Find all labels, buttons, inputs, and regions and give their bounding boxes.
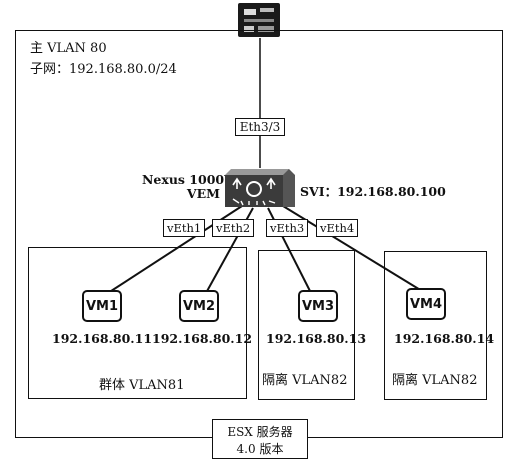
veth1-tag: vEth1 xyxy=(163,219,205,237)
nexus-switch-icon xyxy=(223,165,295,211)
switch-name: Nexus 1000V VEM xyxy=(142,173,234,201)
isolated-vlan-label-a: 隔离 VLAN82 xyxy=(262,373,348,388)
svi-label: SVI：192.168.80.100 xyxy=(300,184,446,199)
isolated-vlan-box-b xyxy=(384,251,487,400)
esx-host-line2: 4.0 版本 xyxy=(236,442,284,456)
vm3-ip: 192.168.80.13 xyxy=(266,331,367,346)
veth2-tag: vEth2 xyxy=(212,219,254,237)
vm4-ip: 192.168.80.14 xyxy=(394,331,495,346)
community-vlan-box xyxy=(28,247,247,399)
esx-host-box xyxy=(212,419,308,459)
community-vlan-label: 群体 VLAN81 xyxy=(99,378,185,393)
subnet-label: 子网：192.168.80.0/24 xyxy=(30,62,177,77)
vm3-icon: VM3 xyxy=(298,290,338,322)
vm4-icon: VM4 xyxy=(406,288,446,320)
vm1-icon: VM1 xyxy=(82,290,122,322)
veth3-tag: vEth3 xyxy=(266,219,308,237)
switch-name-line2: VEM xyxy=(186,186,220,201)
vm1-ip: 192.168.80.11 xyxy=(52,331,153,346)
isolated-vlan-box-a xyxy=(258,250,355,400)
esx-host-line1: ESX 服务器 xyxy=(227,425,293,439)
isolated-vlan-label-b: 隔离 VLAN82 xyxy=(392,373,478,388)
veth4-tag: vEth4 xyxy=(316,219,358,237)
vm2-icon: VM2 xyxy=(179,290,219,322)
upstream-switch-icon xyxy=(238,3,280,37)
main-vlan-title: 主 VLAN 80 xyxy=(30,41,107,56)
vm2-ip: 192.168.80.12 xyxy=(152,331,253,346)
uplink-port-tag: Eth3/3 xyxy=(235,118,285,136)
switch-name-line1: Nexus 1000V xyxy=(142,172,234,187)
